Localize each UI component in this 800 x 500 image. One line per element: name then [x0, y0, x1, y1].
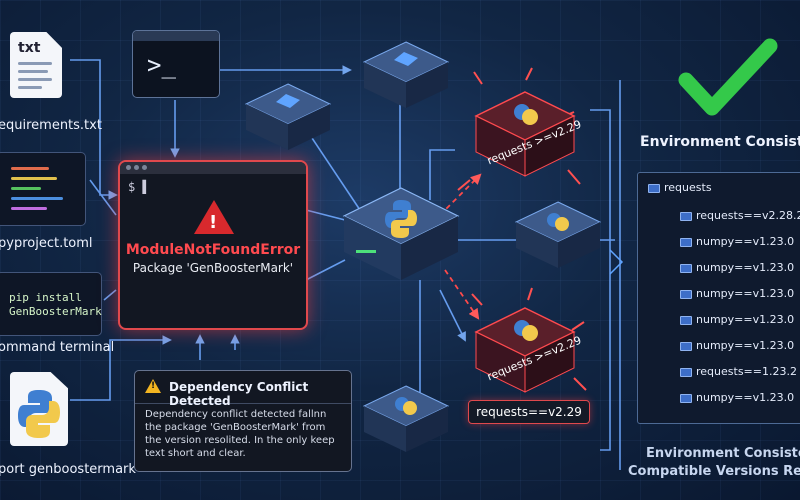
error-detail: Package 'GenBoosterMark' — [132, 261, 294, 275]
alert-icon — [145, 379, 161, 393]
dependency-conflict-panel: ! Dependency Conflict Detected Dependenc… — [134, 370, 352, 472]
python-node-right — [514, 201, 602, 268]
import-label: port genboostermark — [0, 462, 136, 477]
folder-icon — [680, 367, 692, 377]
python-file-icon — [10, 372, 68, 446]
tree-row: numpy==v1.23.0 — [680, 391, 794, 404]
python-logo-icon — [18, 390, 60, 438]
requests-version-box: requests==v2.29 — [468, 400, 590, 424]
folder-icon — [648, 183, 660, 193]
cmd-line-1: pip install — [9, 291, 82, 304]
code-file-icon — [0, 152, 86, 226]
tree-root: requests — [648, 181, 712, 194]
folder-icon — [680, 315, 692, 325]
tree-row: numpy==v1.23.0 — [680, 313, 794, 326]
pyproject-label: pyproject.toml — [0, 236, 93, 251]
folder-icon — [680, 289, 692, 299]
tree-row: requests==1.23.2 — [680, 365, 797, 378]
tree-row: numpy==v1.23.0 — [680, 261, 794, 274]
warning-icon — [194, 200, 234, 234]
check-icon — [678, 38, 778, 116]
tree-row: numpy==v1.23.0 — [680, 287, 794, 300]
tree-row: requests==v2.28.2 — [680, 209, 800, 222]
conflict-body: Dependency conflict detected fallnn the … — [145, 409, 335, 459]
conflict-node-bottom — [474, 307, 576, 393]
command-terminal-label: ommand terminal — [0, 340, 115, 355]
command-card: pip install GenBoosterMark — [0, 272, 102, 336]
folder-icon — [680, 393, 692, 403]
file-icon: txt — [10, 32, 62, 98]
python-logo-icon — [385, 200, 417, 238]
python-node-bottom — [362, 385, 450, 452]
terminal-prompt-icon: >_ — [132, 30, 220, 98]
conflict-title: Dependency Conflict Detected — [169, 380, 309, 408]
conflict-node-top — [474, 91, 576, 177]
folder-icon — [680, 263, 692, 273]
tree-row: numpy==v1.23.0 — [680, 339, 794, 352]
folder-icon — [680, 211, 692, 221]
server-node-1 — [244, 83, 332, 150]
dependency-tree: requests requests==v2.28.2 numpy==v1.23.… — [637, 172, 800, 424]
terminal-prompt: $ ▌ — [128, 180, 150, 194]
central-python-node — [342, 187, 460, 280]
cmd-line-2: GenBoosterMark — [9, 305, 102, 318]
server-node-2 — [362, 41, 450, 108]
requirements-label: equirements.txt — [0, 118, 102, 133]
environment-title: Environment Consiste — [640, 134, 800, 150]
error-terminal-window: $ ▌ ! ModuleNotFoundError Package 'GenBo… — [118, 160, 308, 330]
folder-icon — [680, 341, 692, 351]
footer-line-2: Compatible Versions Resolv — [628, 464, 800, 479]
error-title: ModuleNotFoundError — [125, 242, 301, 258]
tree-row: numpy==v1.23.0 — [680, 235, 794, 248]
folder-icon — [680, 237, 692, 247]
footer-line-1: Environment Consistent — [646, 446, 800, 461]
